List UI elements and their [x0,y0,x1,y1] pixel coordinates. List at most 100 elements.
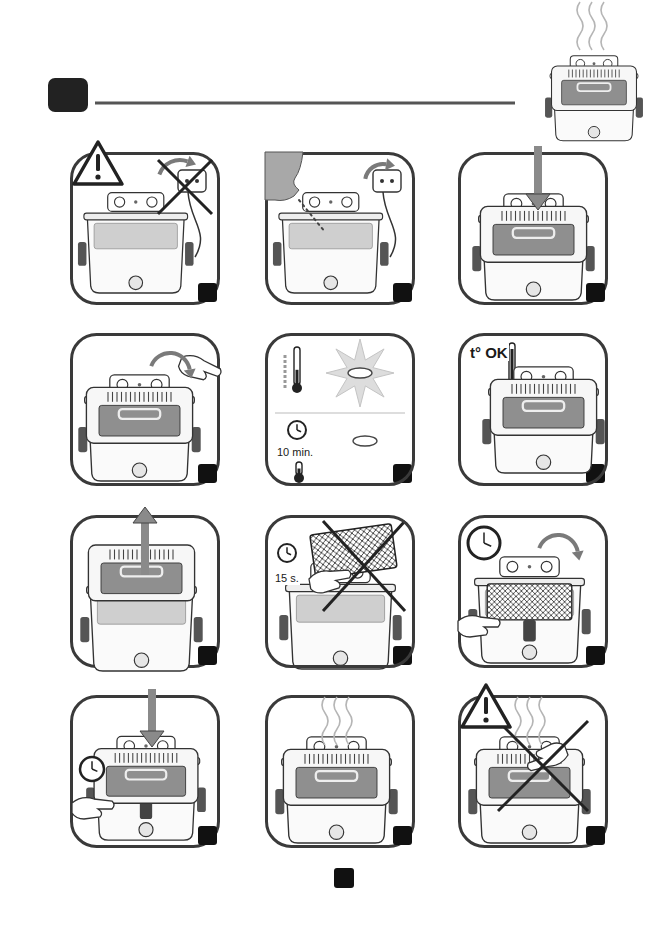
lid-vent [358,754,359,764]
hand-shape [308,566,353,594]
lid-vent [354,754,355,764]
lid-vent [604,70,605,78]
step-illustration [78,352,223,481]
front-dial [324,276,338,290]
control-panel [108,193,164,212]
page-number-marker [334,868,354,888]
knob [507,561,518,572]
lid-vent [502,754,503,764]
lid-vent [528,211,529,221]
step-illustration [74,142,212,293]
lid-vent [594,70,595,78]
lid-vent [520,384,521,394]
curved-arrow [151,353,189,370]
steam [589,2,595,50]
lid-vent [561,384,562,394]
lid-vent [150,753,151,763]
lid-vent [367,754,368,764]
lid-vent [520,754,521,764]
lid-handle [513,228,554,238]
light-burst [326,339,394,407]
exclamation-bar [484,697,488,714]
lid-vent [166,392,167,402]
indicator-light [138,383,142,387]
lid-vent [516,384,517,394]
knob [541,561,552,572]
lid-window [562,80,627,104]
lid-vent [150,550,151,560]
lid-vent [590,70,591,78]
lid-vent [304,754,305,764]
steam [539,697,545,745]
lid-vent [318,754,319,764]
side-handle [78,242,87,266]
fryer-drawing [545,56,643,141]
step-marker [393,283,412,302]
lid-vent [570,384,571,394]
lid-vent [115,753,116,763]
lid [283,749,389,805]
lid-vent [112,392,113,402]
step-panel [460,517,607,667]
basket [105,763,188,819]
lid-vent [172,753,173,763]
fryer-drawing [86,736,206,840]
lid-vent [168,550,169,560]
clock-face [468,527,500,559]
lid-vent [130,392,131,402]
step-caption: 15 s. [274,572,300,585]
step-marker [198,464,217,483]
lid-vent [127,550,128,560]
side-handle [80,617,89,642]
lid [480,206,586,262]
lid-vent [125,392,126,402]
knob [342,197,352,207]
lid-vent [327,754,328,764]
lid-vent [313,754,314,764]
front-dial [522,645,536,659]
indicator-light [134,200,137,203]
warning-triangle [462,685,510,727]
lid-vent [141,753,142,763]
lid-handle [577,83,610,91]
lid-vent [167,753,168,763]
control-panel [500,557,559,577]
fryer-body [87,217,184,294]
lid-vent [331,754,332,764]
step-panel [72,697,219,847]
lid-vent [145,753,146,763]
front-dial [139,823,153,837]
lid-window [493,224,574,255]
cross-line [323,521,405,611]
lid-vent [619,70,620,78]
lid-vent [137,753,138,763]
clock-hand [92,769,97,771]
front-dial [129,276,143,290]
lid-vent [163,550,164,560]
socket-hole [380,179,384,183]
fryer-rim [279,213,383,220]
knob [147,197,157,207]
cross-line [158,160,212,214]
knob [310,197,320,207]
lid-vent [510,211,511,221]
lid-vent [515,754,516,764]
warning-triangle [74,142,122,184]
indicator-light [144,744,148,748]
hand-shape [458,616,500,637]
basket [487,584,572,642]
step-illustration [462,685,591,843]
clock-hand [286,547,288,553]
step-marker [198,283,217,302]
face-profile [265,152,303,201]
clock-hand [91,761,93,769]
oil [296,595,384,622]
arrow-shaft [534,146,542,194]
lid-vent [529,384,530,394]
fryer-drawing [273,193,389,293]
step-marker [393,826,412,845]
lid-vent [552,384,553,394]
cross-line [323,521,405,611]
basket-mesh [105,763,188,798]
